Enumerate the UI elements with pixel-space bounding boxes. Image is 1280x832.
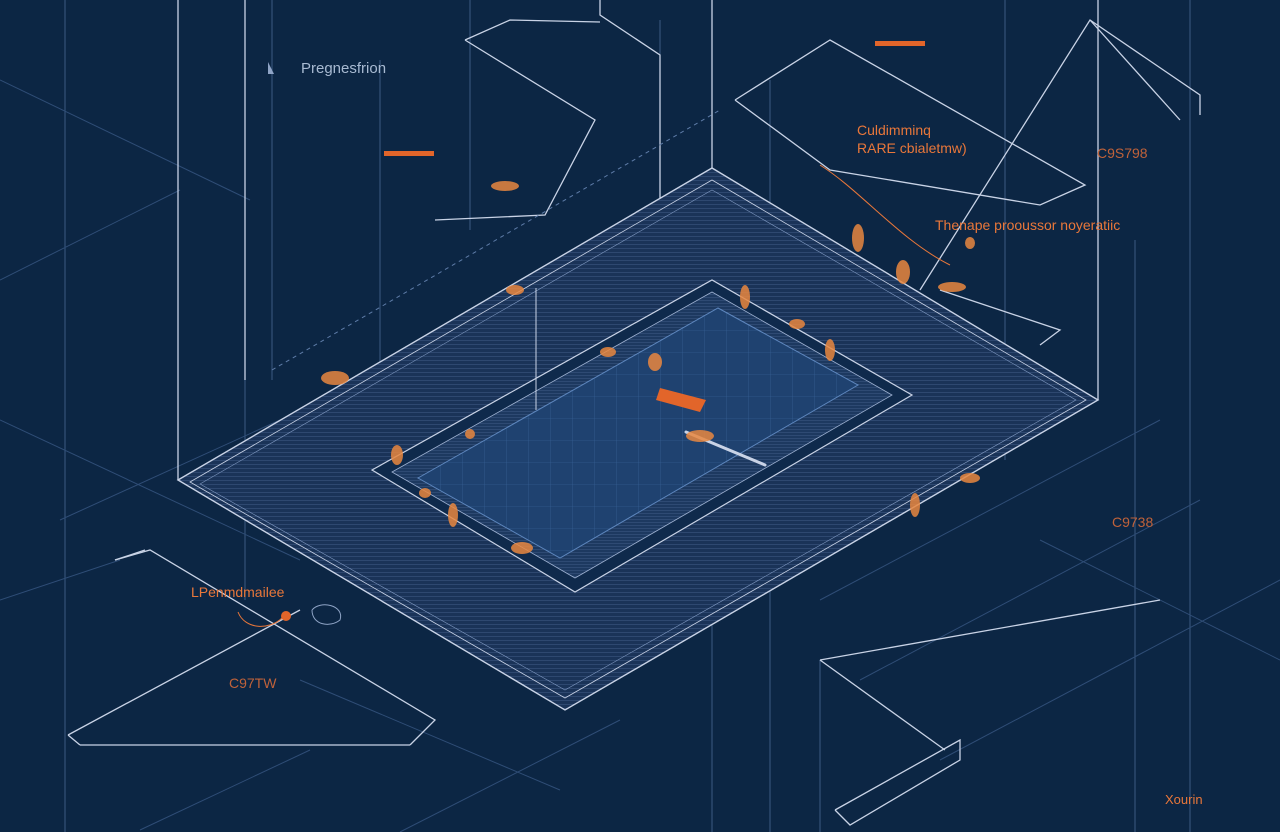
glow-marker xyxy=(938,282,966,292)
glow-marker xyxy=(789,319,805,329)
glow-marker xyxy=(825,339,835,361)
floating-outlines xyxy=(67,0,1201,826)
code-1: C9S798 xyxy=(1097,145,1148,161)
code-2: C9738 xyxy=(1112,514,1154,530)
node-arc xyxy=(237,611,283,627)
main-tray xyxy=(176,0,1100,711)
callout-1-line1: Culdimminq xyxy=(857,122,931,138)
left-label: LPenmdmailee xyxy=(191,584,285,600)
callout-1-line2: RARE cbialetmw) xyxy=(857,140,967,156)
glow-markers xyxy=(321,181,980,554)
dashed-connector xyxy=(271,109,721,371)
glow-marker xyxy=(391,445,403,465)
glow-marker xyxy=(600,347,616,357)
callout-2: Thenape prooussor noyeratiic xyxy=(935,217,1121,233)
left-code: C97TW xyxy=(229,675,277,691)
orange-mark xyxy=(384,151,434,156)
orange-mark xyxy=(875,41,925,46)
glow-marker xyxy=(896,260,910,284)
glow-marker xyxy=(506,285,524,295)
glow-marker xyxy=(465,429,475,439)
glow-marker xyxy=(511,542,533,554)
glow-marker xyxy=(448,503,458,527)
label-top-left: Pregnesfrion xyxy=(301,60,387,77)
glow-marker xyxy=(686,430,714,442)
glow-marker xyxy=(648,353,662,371)
pin-marker xyxy=(268,62,274,74)
callout-lead-line xyxy=(819,164,951,266)
glow-marker xyxy=(965,237,975,249)
orange-node xyxy=(281,611,291,621)
glow-marker xyxy=(910,493,920,517)
glow-marker xyxy=(321,371,349,385)
label-bottom-right: Xourin xyxy=(1165,792,1203,807)
glow-marker xyxy=(419,488,431,498)
glow-marker xyxy=(740,285,750,309)
glow-marker xyxy=(852,224,864,252)
node-bracket xyxy=(311,604,342,625)
glow-marker xyxy=(960,473,980,483)
background-iso-lines xyxy=(0,79,1280,832)
glow-marker xyxy=(491,181,519,191)
